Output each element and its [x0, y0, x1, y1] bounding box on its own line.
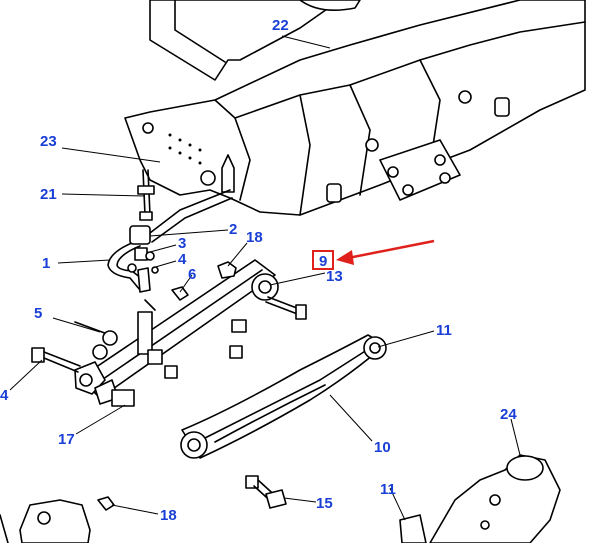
callout-18-bottom: 18 — [160, 507, 177, 524]
highlight-part-9 — [312, 239, 435, 270]
callout-17: 17 — [58, 431, 75, 448]
nut-18-top — [217, 261, 237, 279]
callout-4-lower: 4 — [0, 387, 9, 404]
callout-18-top: 18 — [246, 229, 263, 246]
bolt-4-lower — [31, 347, 81, 373]
callout-6: 6 — [188, 266, 196, 283]
nut-6 — [171, 286, 189, 301]
callout-24: 24 — [500, 406, 517, 423]
callout-1: 1 — [42, 255, 50, 272]
leader-lines — [9, 35, 521, 521]
lower-left-mount — [0, 496, 115, 543]
bolt-5 — [74, 321, 118, 360]
highlight-box — [312, 250, 334, 270]
callout-21: 21 — [40, 186, 57, 203]
rear-link — [74, 259, 307, 407]
callout-13: 13 — [326, 268, 343, 285]
callout-11-upper: 11 — [436, 322, 452, 339]
bolt-15 — [245, 475, 287, 509]
axle-subframe — [124, 0, 586, 216]
callout-9: 9 — [319, 253, 327, 270]
highlight-arrow — [347, 239, 435, 260]
callout-22: 22 — [272, 17, 289, 34]
hub-knuckle — [399, 454, 561, 543]
callout-5: 5 — [34, 305, 42, 322]
trailing-arm — [180, 334, 387, 459]
bolt-21 — [137, 169, 155, 221]
callout-23: 23 — [40, 133, 57, 150]
callout-10: 10 — [374, 439, 391, 456]
callout-11-lower: 11 — [380, 481, 396, 498]
anti-roll-bar — [107, 189, 233, 293]
highlight-arrow-head — [336, 250, 354, 265]
callout-3: 3 — [178, 235, 186, 252]
callout-15: 15 — [316, 495, 333, 512]
callout-4-upper: 4 — [178, 251, 187, 268]
callout-labels: 22 23 21 2 18 3 1 4 6 9 13 5 11 4 17 10 … — [0, 17, 517, 524]
callout-2: 2 — [229, 221, 237, 238]
